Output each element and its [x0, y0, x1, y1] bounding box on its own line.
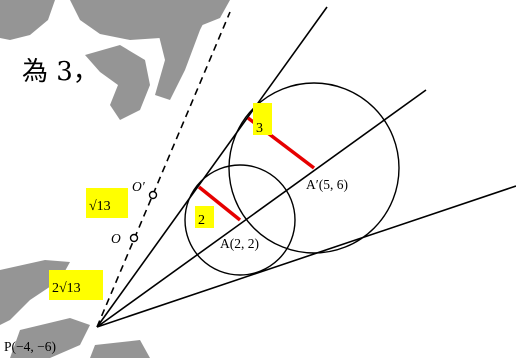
point-O-label: O — [111, 231, 121, 246]
dashed-center-line — [96, 11, 231, 328]
point-O-marker — [129, 233, 139, 243]
point-A-prime-label: A′(5, 6) — [306, 177, 348, 192]
dist-PO-label: √13 — [89, 199, 111, 214]
small-circle — [184, 164, 296, 276]
watermark-calligraphy — [0, 0, 230, 358]
lower-tangent-line — [96, 185, 516, 328]
radius-segment-small — [197, 185, 242, 222]
point-A-label: A(2, 2) — [220, 236, 259, 251]
point-P-label: P(−4, −6) — [4, 339, 56, 354]
upper-tangent-line — [96, 6, 328, 328]
radius-small-label: 2 — [198, 213, 205, 228]
radius-small-highlight — [195, 206, 214, 228]
dist-PO-prime-highlight — [49, 270, 103, 300]
large-circle — [228, 82, 400, 254]
radius-large-highlight — [253, 103, 272, 135]
dist-PO-highlight — [86, 188, 128, 218]
bisector-line — [96, 89, 427, 328]
radius-large-label: 3 — [256, 121, 263, 136]
point-O-prime-marker — [148, 190, 158, 200]
dist-PO-prime-label: 2√13 — [52, 281, 81, 296]
header-text: 為 3， — [22, 57, 99, 87]
point-O-prime-label: O′ — [132, 179, 146, 194]
